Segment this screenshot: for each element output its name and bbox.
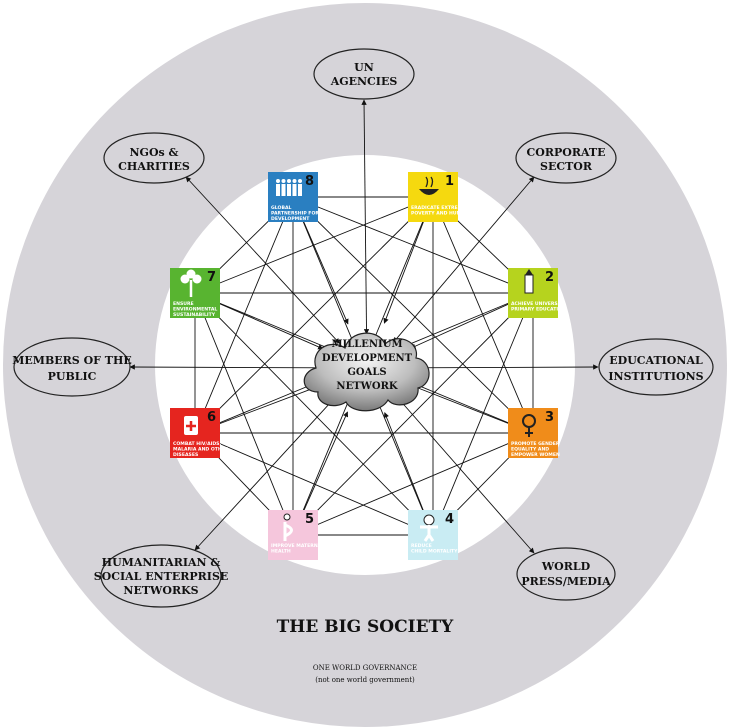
stakeholder-label: INSTITUTIONS [608,370,703,383]
goal-title-line: EQUALITY AND [511,447,549,453]
stakeholder-label: NGOs & [130,146,179,159]
center-cloud: MILLENIUM DEVELOPMENT GOALS NETWORK [303,332,430,412]
center-to-stakeholder-arrow [194,392,340,551]
stakeholder-ngos-charities[interactable]: NGOs & CHARITIES [103,132,205,184]
stakeholder-label: NETWORKS [123,584,198,597]
goal-title-line: CHILD MORTALITY [411,549,458,555]
goal-title-line: ERADICATE EXTREME [411,205,465,211]
stakeholder-label: AGENCIES [330,75,398,88]
bowl-icon [419,176,439,195]
stakeholder-label: HUMANITARIAN & [102,556,221,569]
tree-icon [180,269,202,297]
center-to-stakeholder-arrow [392,176,535,343]
stakeholder-label: CORPORATE [527,146,606,159]
goal-number: 5 [305,512,314,527]
big-society-title: THE BIG SOCIETY [277,617,455,637]
goal-title-line: ENVIRONMENTAL [173,307,217,313]
center-to-stakeholder-arrow [129,364,328,371]
goal-title-line: MALARIA AND OTHER [173,447,229,453]
goal-number: 1 [445,174,454,189]
goal-title-line: PARTNERSHIP FOR [271,211,319,217]
goal-title-line: IMPROVE MATERNAL [271,543,324,549]
center-line-3: GOALS [347,367,386,378]
goal-number: 3 [545,410,554,425]
goal-number: 7 [207,270,216,285]
goal-title-line: REDUCE [411,543,432,549]
goal-title-line: ACHIEVE UNIVERSAL [511,301,564,307]
child-icon [420,514,438,542]
center-to-stakeholder-arrow [185,176,340,344]
goal-number: 8 [305,174,314,189]
goal-title-line: DEVELOPMENT [271,216,310,222]
goal-title-line: PROMOTE GENDER [511,441,560,447]
stakeholder-corporate-sector[interactable]: CORPORATE SECTOR [515,132,617,184]
center-line-1: MILLENIUM [331,339,402,350]
stakeholder-label: SOCIAL ENTERPRISE [94,570,229,583]
stakeholder-label: SECTOR [540,160,593,173]
center-to-stakeholder-arrow [393,392,535,554]
stakeholder-educational-institutions[interactable]: EDUCATIONAL INSTITUTIONS [598,338,714,396]
stakeholder-un-agencies[interactable]: UN AGENCIES [313,48,415,100]
stakeholder-label: PUBLIC [48,370,97,383]
center-line-2: DEVELOPMENT [322,353,413,364]
goal-number: 2 [545,270,554,285]
governance-line-2: (not one world government) [315,676,415,684]
goal-title-line: EMPOWER WOMEN [511,452,560,458]
female-symbol-icon [522,414,536,437]
stakeholder-label: MEMBERS OF THE [12,354,132,367]
stakeholder-label: UN [354,61,374,74]
goal-title-line: COMBAT HIV/AIDS, [173,441,221,447]
pencil-icon [524,269,534,294]
center-to-stakeholder-arrow [361,99,370,335]
goal-title-line: ENSURE [173,301,194,307]
stakeholder-humanitarian-networks[interactable]: HUMANITARIAN & SOCIAL ENTERPRISE NETWORK… [94,544,229,608]
goal-title-line: SUSTAINABILITY [173,312,216,318]
goal-title-line: DISEASES [173,452,198,458]
goal-number: 6 [207,410,216,425]
stakeholder-world-press-media[interactable]: WORLD PRESS/MEDIA [516,547,616,601]
medicine-icon [184,416,198,435]
stakeholder-label: PRESS/MEDIA [521,575,611,588]
pregnant-woman-icon [283,513,293,541]
goal-title-line: GLOBAL [271,205,291,211]
stakeholder-members-of-public[interactable]: MEMBERS OF THE PUBLIC [12,337,132,397]
stakeholder-label: CHARITIES [118,160,190,173]
center-to-stakeholder-arrow [406,364,599,371]
goal-title-line: POVERTY AND HUNGER [411,211,471,217]
goal-title-line: PRIMARY EDUCATION [511,307,566,313]
center-line-4: NETWORK [336,381,397,392]
governance-line-1: ONE WORLD GOVERNANCE [313,664,417,672]
goal-number: 4 [445,512,454,527]
stakeholder-label: EDUCATIONAL [609,354,703,367]
goal-title-line: HEALTH [271,549,291,555]
stakeholder-label: WORLD [541,560,591,573]
goal-tile-background [268,510,318,560]
people-icon [276,179,302,196]
